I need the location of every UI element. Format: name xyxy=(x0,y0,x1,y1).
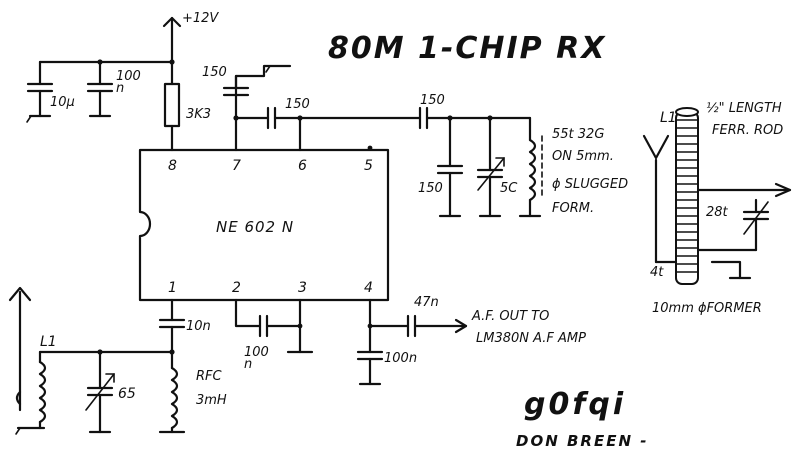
rfc-line1: RFC xyxy=(196,369,223,384)
capacitor-10u-label: 10μ xyxy=(50,95,75,110)
capacitor-150-pin6: 150 xyxy=(234,97,422,152)
variable-capacitor-65: 65 xyxy=(85,350,136,434)
rf-input: 10n xyxy=(38,298,211,355)
pin-3: 3 xyxy=(298,280,307,296)
osc-coil-line1: 55t 32G xyxy=(552,127,604,142)
pin-5: 5 xyxy=(364,158,373,174)
ne602-chip: NE 602 N 8 7 6 5 1 2 3 4 xyxy=(138,145,390,302)
turns-28-label: 28t xyxy=(706,205,729,220)
capacitor-150-shunt-label: 150 xyxy=(418,181,443,196)
capacitor-150-pin6-label: 150 xyxy=(285,97,310,112)
variable-capacitor-5c-label: 5C xyxy=(500,181,518,196)
rfc-line2: 3mH xyxy=(196,393,227,408)
ferrite-rod-antenna: L1 ½" LENGTH FERR. ROD 28t 4t 10mm ϕFORM… xyxy=(642,101,792,316)
schematic-title: 80M 1-CHIP RX xyxy=(328,31,606,66)
variable-capacitor-65-label: 65 xyxy=(118,386,136,402)
pin-4: 4 xyxy=(364,280,373,296)
osc-coil-line2: ON 5mm. xyxy=(552,149,614,164)
af-output: 47n A.F. OUT TO LM380N A.F AMP 100n xyxy=(356,295,586,386)
resistor-3k3: 3K3 xyxy=(163,60,211,152)
pin-7: 7 xyxy=(232,158,241,174)
supply-rail: +12V xyxy=(38,11,219,65)
l1-right-label: L1 xyxy=(660,110,677,126)
capacitor-150-series-label: 150 xyxy=(420,93,445,108)
capacitor-150-pin7: 150 xyxy=(202,64,292,152)
author-callsign: g0fqi xyxy=(524,387,626,422)
resistor-3k3-label: 3K3 xyxy=(186,107,211,122)
ferrite-line1: ½" LENGTH xyxy=(706,101,782,116)
osc-coil-line4: FORM. xyxy=(552,201,594,216)
pin-2: 2 xyxy=(232,280,241,296)
former-label: 10mm ϕFORMER xyxy=(652,301,762,316)
supply-label: +12V xyxy=(182,11,219,26)
capacitor-100n-out-label: 100n xyxy=(384,351,417,366)
turns-4-label: 4t xyxy=(650,265,664,280)
capacitor-10n-label: 10n xyxy=(186,319,211,334)
capacitor-150-series: 150 xyxy=(418,93,532,130)
capacitor-47n-label: 47n xyxy=(414,295,439,310)
input-coil-l1: L1 xyxy=(8,286,57,435)
pin-8: 8 xyxy=(168,158,177,174)
osc-coil-line3: ϕ SLUGGED xyxy=(552,177,628,192)
variable-capacitor-5c: 5C xyxy=(476,116,518,218)
pin-1: 1 xyxy=(168,280,177,296)
oscillator-coil: 55t 32G ON 5mm. ϕ SLUGGED FORM. xyxy=(518,116,628,218)
ferrite-line2: FERR. ROD xyxy=(712,123,783,138)
capacitor-150-shunt: 150 xyxy=(418,116,464,218)
l1-left-label: L1 xyxy=(40,334,57,350)
af-out-line1: A.F. OUT TO xyxy=(471,309,549,324)
pin-6: 6 xyxy=(298,158,307,174)
af-out-line2: LM380N A.F AMP xyxy=(476,331,586,346)
chip-name: NE 602 N xyxy=(216,218,294,236)
capacitor-150-pin7-label: 150 xyxy=(202,65,227,80)
rfc-choke: RFC 3mH xyxy=(158,350,227,434)
author-name: DON BREEN - xyxy=(516,432,648,450)
capacitor-10u: 10μ xyxy=(26,60,75,123)
